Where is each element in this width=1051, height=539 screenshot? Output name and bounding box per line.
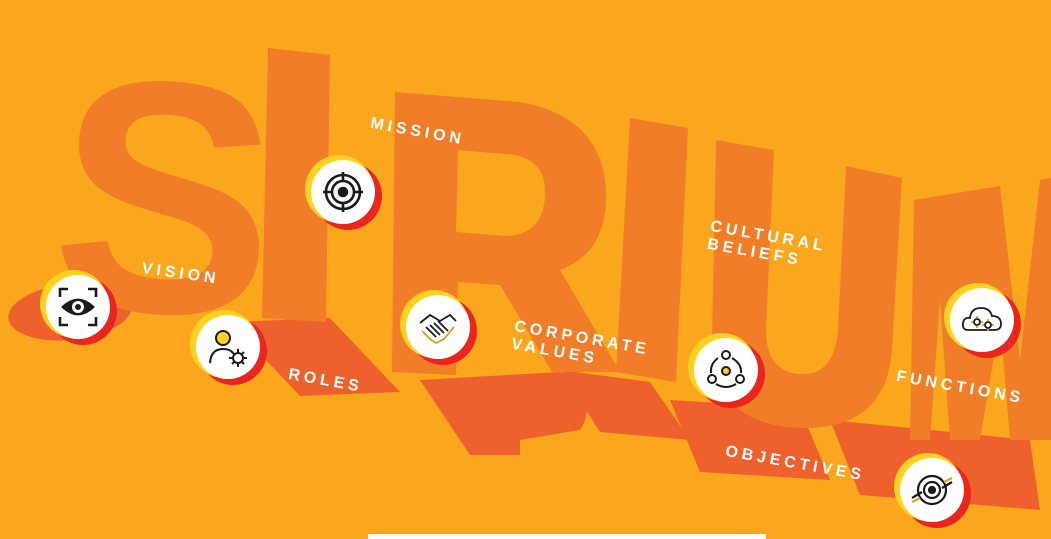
bottom-bar	[368, 534, 766, 539]
letter-i	[262, 48, 330, 322]
letter-u	[711, 140, 902, 429]
cultural-beliefs-badge[interactable]	[694, 338, 758, 402]
target-icon	[323, 172, 363, 212]
person-gear-icon	[209, 330, 247, 367]
team-cycle-icon	[707, 350, 745, 388]
mission-badge[interactable]	[311, 160, 375, 224]
handshake-icon	[419, 313, 457, 345]
corporate-values-badge[interactable]	[406, 295, 470, 359]
eye-focus-icon	[58, 287, 98, 327]
roles-badge[interactable]	[196, 315, 260, 379]
letter-i2-shadow	[560, 370, 690, 440]
target-hands-icon	[911, 474, 953, 506]
letter-i2	[616, 118, 688, 382]
letter-i-shadow	[230, 318, 400, 396]
objectives-badge[interactable]	[900, 458, 964, 522]
vision-badge[interactable]	[46, 275, 110, 339]
letter-r-shadow	[420, 372, 587, 455]
cloud-gears-icon	[961, 307, 1002, 331]
functions-badge[interactable]	[950, 288, 1014, 352]
